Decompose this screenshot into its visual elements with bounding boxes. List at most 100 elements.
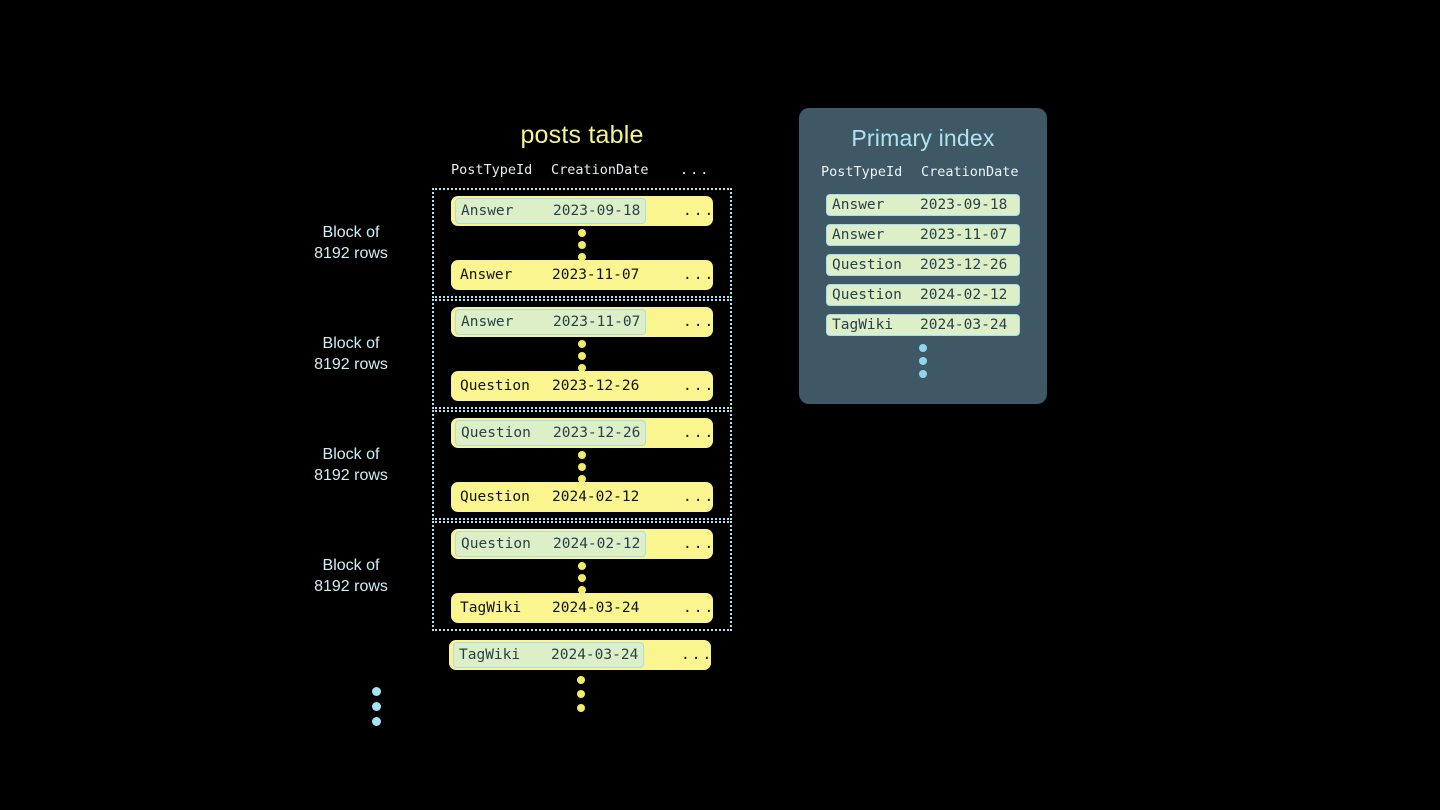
block-group: Block of 8192 rows Answer 2023-09-18 ...… [314,188,732,298]
table-row: TagWiki 2024-03-24 ... [451,593,713,623]
dot [578,586,586,594]
cell-posttypeid: Question [832,257,902,273]
dot [578,253,586,261]
dot [919,370,927,378]
vertical-ellipsis-dots [434,448,730,483]
dot [578,475,586,483]
dot [578,463,586,471]
cell-posttypeid: TagWiki [832,317,894,333]
cell-creationdate: 2023-11-07 [553,314,641,330]
row-cells: Answer 2023-11-07 [455,263,644,287]
primary-index-column-headers: PostTypeId CreationDate [799,164,1047,186]
cell-posttypeid: Answer [460,267,513,283]
cell-ellipsis: ... [681,647,714,663]
cell-ellipsis: ... [683,267,716,283]
primary-index-title: Primary index [851,125,995,151]
block-label: Block of 8192 rows [314,224,388,262]
table-continuation-dots [432,672,734,718]
index-row: Answer 2023-09-18 [826,194,1020,216]
dot [578,364,586,372]
index-row: TagWiki 2024-03-24 [826,314,1020,336]
column-header-posttypeid: PostTypeId [821,164,903,180]
cell-creationdate: 2024-02-12 [553,536,641,552]
dot [577,676,585,684]
cell-ellipsis: ... [683,425,716,441]
row-cells: TagWiki 2024-03-24 [453,642,645,668]
column-header-creationdate: CreationDate [921,164,1019,180]
dot [578,241,586,249]
cell-ellipsis: ... [683,203,716,219]
table-row: Answer 2023-11-07 ... [451,260,713,290]
dot [919,344,927,352]
cell-posttypeid: Answer [461,314,514,330]
cell-creationdate: 2023-12-26 [553,425,641,441]
cell-posttypeid: TagWiki [460,600,522,616]
table-row: Question 2023-12-26 ... [451,371,713,401]
dot [578,574,586,582]
cell-posttypeid: Question [460,489,530,505]
cell-ellipsis: ... [683,314,716,330]
cell-creationdate: 2024-02-12 [552,489,640,505]
dot [577,704,585,712]
dot [578,229,586,237]
cell-creationdate: 2024-03-24 [920,317,1008,333]
cell-posttypeid: Answer [832,227,885,243]
column-header-posttypeid: PostTypeId [451,162,533,178]
block-label: Block of 8192 rows [314,446,388,484]
posts-table-diagram: posts table PostTypeId CreationDate ... … [314,118,734,718]
column-header-ellipsis: ... [680,162,711,178]
cell-creationdate: 2023-11-07 [552,267,640,283]
dot [578,340,586,348]
posts-table-column-headers: PostTypeId CreationDate ... [432,162,734,184]
cell-ellipsis: ... [683,536,716,552]
row-cells: Question 2024-02-12 [455,531,647,557]
row-cells: Answer 2023-09-18 [455,198,647,224]
index-row: Question 2024-02-12 [826,284,1020,306]
row-cells: TagWiki 2024-03-24 [455,596,644,620]
cell-creationdate: 2024-03-24 [551,647,639,663]
row-cells: Answer 2023-11-07 [455,309,647,335]
posts-table-title: posts table [520,121,644,149]
dot [578,562,586,570]
primary-index-panel: Primary index PostTypeId CreationDate An… [799,108,1047,404]
index-row: Question 2023-12-26 [826,254,1020,276]
dot [578,352,586,360]
dot [919,357,927,365]
row-cells: Question 2024-02-12 [455,485,644,509]
cell-posttypeid: Question [461,536,531,552]
table-row: Question 2024-02-12 ... [451,529,713,559]
cell-posttypeid: Answer [832,197,885,213]
block-group: Block of 8192 rows Question 2023-12-26 .… [314,410,732,520]
table-row: Question 2024-02-12 ... [451,482,713,512]
cell-creationdate: 2023-11-07 [920,227,1008,243]
cell-creationdate: 2024-02-12 [920,287,1008,303]
block-label: Block of 8192 rows [314,557,388,595]
cell-posttypeid: Question [460,378,530,394]
dot [372,687,381,696]
cell-ellipsis: ... [683,378,716,394]
cell-creationdate: 2023-09-18 [920,197,1008,213]
index-row: Answer 2023-11-07 [826,224,1020,246]
block-group: Block of 8192 rows Question 2024-02-12 .… [314,521,732,631]
table-row: Answer 2023-11-07 ... [451,307,713,337]
cell-ellipsis: ... [683,600,716,616]
cell-creationdate: 2023-12-26 [552,378,640,394]
cell-ellipsis: ... [683,489,716,505]
cell-posttypeid: Question [461,425,531,441]
vertical-ellipsis-dots [434,559,730,594]
cell-creationdate: 2023-09-18 [553,203,641,219]
table-row: Answer 2023-09-18 ... [451,196,713,226]
cell-creationdate: 2023-12-26 [920,257,1008,273]
column-header-creationdate: CreationDate [551,162,649,178]
dot [577,690,585,698]
cell-posttypeid: Answer [461,203,514,219]
vertical-ellipsis-dots [434,337,730,372]
dot [372,717,381,726]
table-row: Question 2023-12-26 ... [451,418,713,448]
primary-index-rows: Answer 2023-09-18 Answer 2023-11-07 Ques… [799,194,1047,336]
cell-creationdate: 2024-03-24 [552,600,640,616]
block-group: Block of 8192 rows Answer 2023-11-07 ...… [314,299,732,409]
vertical-ellipsis-dots [434,226,730,261]
row-cells: Question 2023-12-26 [455,420,647,446]
blocks-container: Block of 8192 rows Answer 2023-09-18 ...… [314,188,734,718]
